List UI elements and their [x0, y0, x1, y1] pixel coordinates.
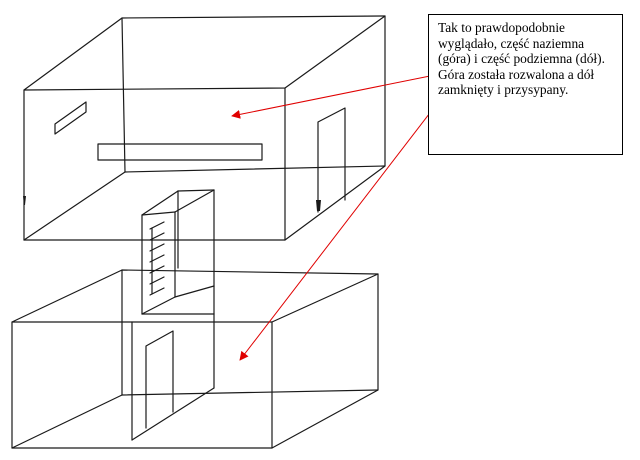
upper-box-side-face [284, 15, 386, 241]
upper-box-hidden-edge-bottom [124, 165, 386, 173]
upper-edge-mark [23, 196, 26, 205]
upper-door-mark [316, 200, 321, 211]
upper-window [54, 101, 87, 135]
lower-door [145, 330, 174, 429]
lower-box-side-face [271, 273, 379, 449]
note-text-description: Tak to prawdopodobnie wyglądało, część n… [438, 20, 605, 66]
shaft-top-front [141, 211, 176, 216]
upper-door [317, 107, 346, 213]
annotation-arrows [231, 75, 447, 361]
upper-building [23, 15, 386, 241]
lower-box-hidden-edge-bottom [121, 389, 379, 396]
upper-box-hidden-edge-vertical [121, 17, 126, 173]
shaft-inner-link [174, 285, 215, 298]
upper-box-top-face [23, 15, 386, 91]
shaft-top-back [177, 189, 215, 192]
lower-partition-diagonal [131, 387, 215, 441]
lower-box-front-face [11, 321, 273, 449]
shaft-top-right [174, 189, 215, 213]
arrow-to-upper-part [231, 75, 431, 119]
note-text-state: Góra została rozwalona a dół zamknięty i… [438, 66, 595, 98]
upper-box-front-face [23, 87, 286, 241]
arrow-to-lower-part [239, 91, 447, 361]
ladder [149, 221, 165, 296]
connecting-shaft [121, 189, 215, 396]
upper-slot-opening [97, 143, 263, 161]
lower-bunker [11, 269, 379, 449]
lower-box-hidden-edge-diagonal [11, 394, 123, 449]
upper-box-hidden-edge-diagonal [23, 171, 126, 241]
shaft-top-left [141, 190, 179, 216]
annotation-note: Tak to prawdopodobnie wyglądało, część n… [428, 14, 623, 155]
shaft-bottom-diagonal [141, 296, 176, 315]
